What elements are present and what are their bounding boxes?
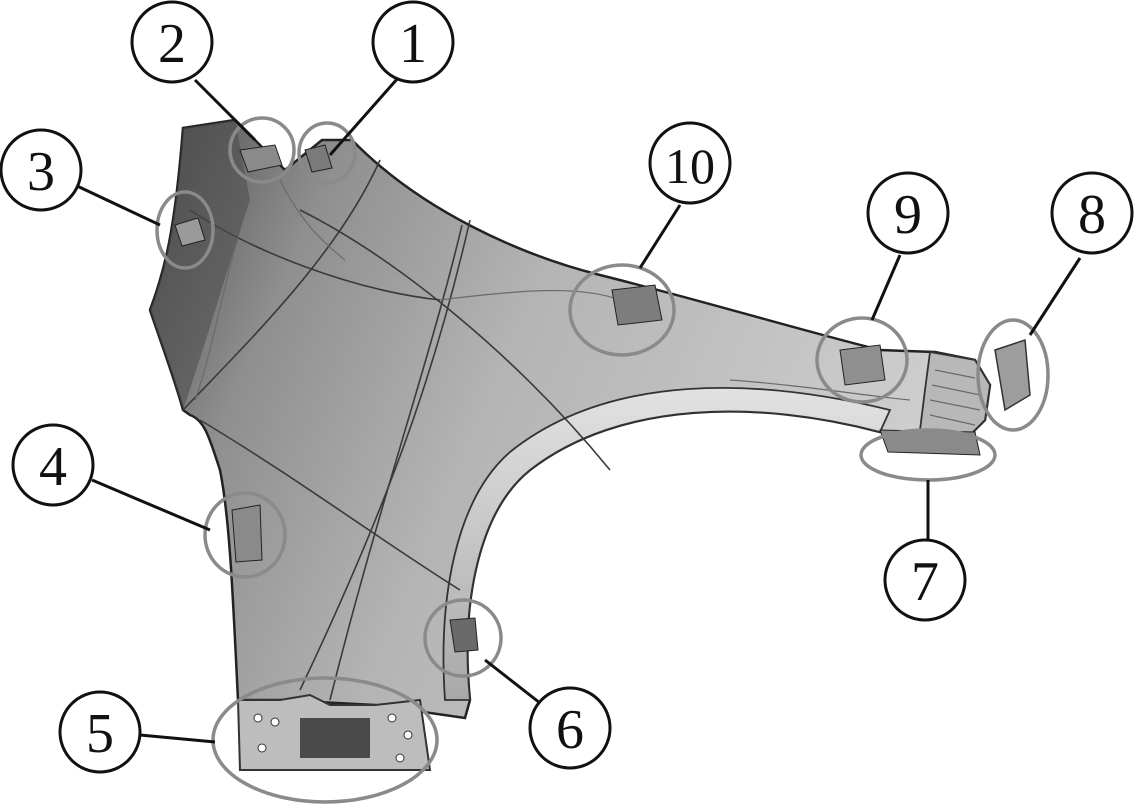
- callout-number: 8: [1078, 184, 1106, 246]
- callout-7: 7: [883, 538, 967, 622]
- seam-line: [199, 419, 461, 591]
- callout-1: 1: [371, 0, 455, 84]
- highlight-ring-6: [423, 598, 503, 678]
- callout-9: 9: [866, 171, 950, 255]
- highlight-ring-4: [203, 491, 287, 579]
- mount-hole: [387, 713, 397, 723]
- clip-feature-3: [174, 217, 206, 247]
- leader-line-3: [74, 183, 161, 227]
- clip-feature-2: [239, 144, 283, 173]
- mount-hole: [253, 713, 263, 723]
- clip-feature-1: [304, 144, 333, 173]
- callout-circle: [371, 0, 455, 84]
- seam-line: [279, 179, 346, 261]
- highlight-ring-5: [211, 676, 439, 804]
- mount-hole: [270, 717, 280, 727]
- rear-shadow: [150, 120, 250, 410]
- callout-8: 8: [1050, 171, 1134, 255]
- seam-line: [299, 219, 471, 691]
- callout-6: 6: [528, 686, 612, 770]
- callout-number: 9: [894, 184, 922, 246]
- callout-5: 5: [58, 690, 142, 774]
- callout-number: 1: [399, 13, 427, 75]
- callout-circle: [130, 0, 214, 84]
- callout-circle: [528, 686, 612, 770]
- callout-circle: [648, 121, 732, 205]
- leader-line-6: [484, 658, 541, 705]
- callout-circle: [1050, 171, 1134, 255]
- mount-hole: [257, 743, 267, 753]
- leader-line-9: [870, 254, 902, 321]
- callout-circle: [883, 538, 967, 622]
- clip-feature-10: [611, 284, 663, 326]
- highlight-rings: [155, 116, 1050, 804]
- seam-line: [329, 224, 463, 701]
- callout-circle: [58, 690, 142, 774]
- highlight-ring-8: [976, 318, 1050, 432]
- callout-circle: [11, 423, 95, 507]
- callout-4: 4: [11, 423, 95, 507]
- callout-circle: [866, 171, 950, 255]
- seam-line: [194, 229, 241, 401]
- seam-line: [182, 159, 381, 411]
- bottom-bracket-recess: [300, 718, 370, 758]
- callout-number: 4: [39, 436, 67, 498]
- fender-panel: [148, 118, 1031, 771]
- callout-number: 3: [27, 141, 55, 203]
- mount-hole: [395, 753, 405, 763]
- callout-3: 3: [0, 128, 83, 212]
- highlight-ring-2: [228, 116, 296, 184]
- leader-line-8: [1028, 257, 1082, 336]
- bracket-ribs: [929, 369, 981, 426]
- callout-number: 6: [556, 699, 584, 761]
- wheel-arch-flange: [442, 387, 892, 701]
- leader-line-10: [638, 204, 682, 269]
- callouts: 1 2 3 4 5 6 7 8: [0, 0, 1134, 774]
- highlight-ring-1: [297, 121, 357, 185]
- callout-number: 7: [911, 551, 939, 613]
- callout-number: 5: [86, 703, 114, 765]
- callout-2: 2: [130, 0, 214, 84]
- highlight-ring-9: [815, 316, 909, 404]
- callout-circle: [0, 128, 83, 212]
- callout-number: 2: [158, 13, 186, 75]
- highlight-ring-3: [155, 190, 215, 270]
- highlight-ring-10: [568, 263, 676, 357]
- clip-feature-6: [449, 617, 479, 653]
- mount-hole: [403, 730, 413, 740]
- clip-feature-4: [231, 504, 263, 563]
- callout-number: 10: [665, 138, 715, 194]
- seam-line: [439, 289, 621, 301]
- leader-line-5: [139, 733, 216, 744]
- leader-line-2: [193, 78, 257, 142]
- callout-10: 10: [648, 121, 732, 205]
- seam-line: [729, 379, 911, 401]
- seam-line: [299, 209, 611, 471]
- leader-line-4: [91, 478, 211, 532]
- leader-line-1: [328, 77, 400, 156]
- clip-feature-9: [839, 344, 886, 386]
- front-tab: [994, 338, 1031, 412]
- leader-lines: [74, 77, 1082, 744]
